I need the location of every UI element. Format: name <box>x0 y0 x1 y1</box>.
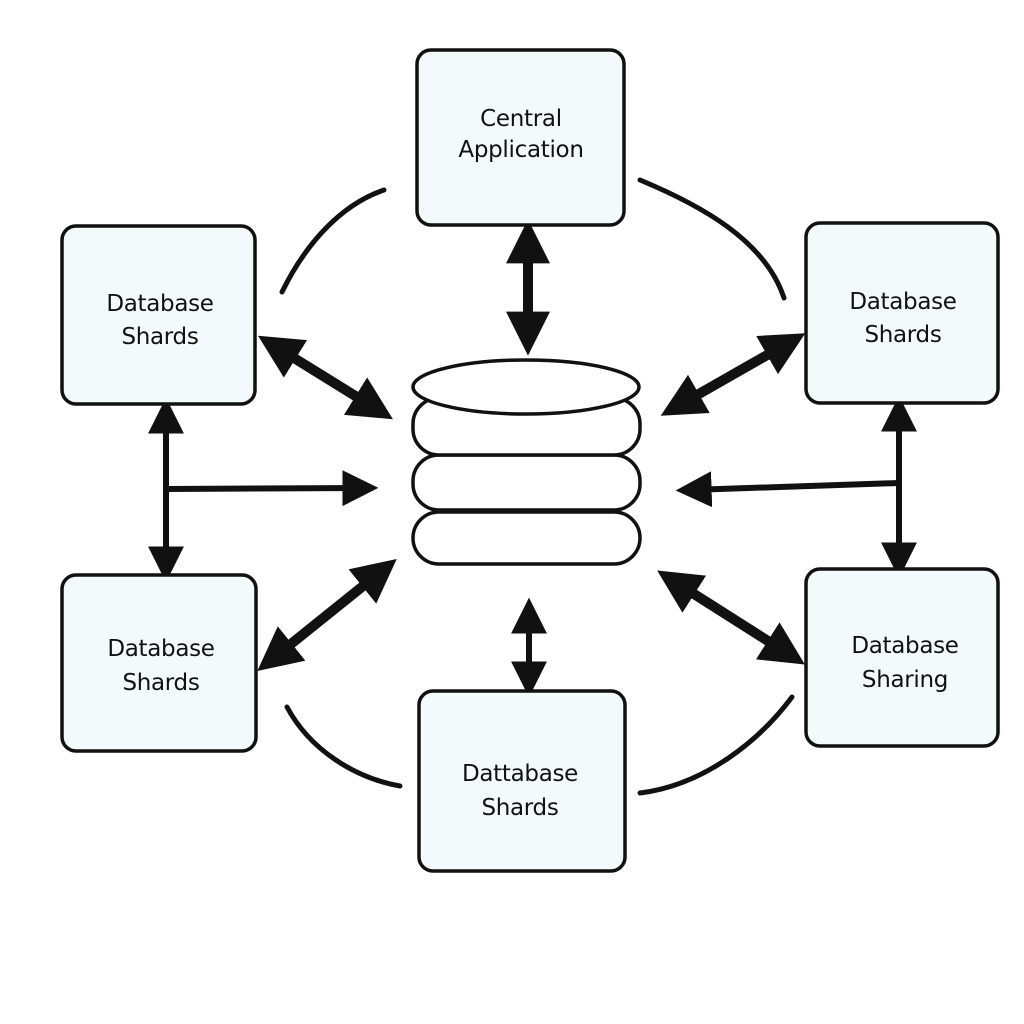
node-bottom-left-shards[interactable]: Database Shards <box>60 573 258 753</box>
arrow-bottom-left-db <box>257 558 397 672</box>
node-top-left-line1: Database <box>106 291 213 317</box>
db-disk-top <box>411 358 641 416</box>
arrow-top-left-db <box>258 335 393 420</box>
node-top-left-shards[interactable]: Database Shards <box>60 224 257 406</box>
connectors <box>148 219 917 698</box>
ring-curves <box>279 177 795 796</box>
arrow-left-branch <box>165 470 379 507</box>
node-bottom-center-line2: Shards <box>481 795 558 821</box>
node-bottom-left-line1: Database <box>107 636 214 662</box>
curve-bottom-right <box>637 694 795 796</box>
node-top-right-line2: Shards <box>864 322 941 348</box>
arrow-right-branch <box>675 471 900 508</box>
db-disk-4 <box>411 510 642 566</box>
arrow-bottom-right-db <box>657 570 805 665</box>
database-cylinder-icon <box>411 358 642 566</box>
curve-bottom-left <box>284 704 403 789</box>
node-top-right-shards[interactable]: Database Shards <box>804 221 1000 405</box>
node-bottom-right-line2: Sharing <box>862 667 948 693</box>
db-disk-3 <box>411 453 642 512</box>
node-central-line2: Application <box>458 137 583 163</box>
node-bottom-right-line1: Database <box>851 633 958 659</box>
node-bottom-left-line2: Shards <box>122 670 199 696</box>
curve-top-left <box>279 187 387 295</box>
node-central-application[interactable]: Central Application <box>415 48 626 227</box>
node-central-line1: Central <box>480 106 562 132</box>
node-bottom-center-line1: Dattabase <box>462 761 578 787</box>
node-top-right-line1: Database <box>849 289 956 315</box>
arrow-top-right-db <box>660 333 806 416</box>
node-top-left-line2: Shards <box>121 324 198 350</box>
curve-top-right <box>637 177 787 301</box>
node-bottom-center-shards[interactable]: Dattabase Shards <box>417 689 627 873</box>
node-bottom-right-sharing[interactable]: Database Sharing <box>804 567 1000 748</box>
